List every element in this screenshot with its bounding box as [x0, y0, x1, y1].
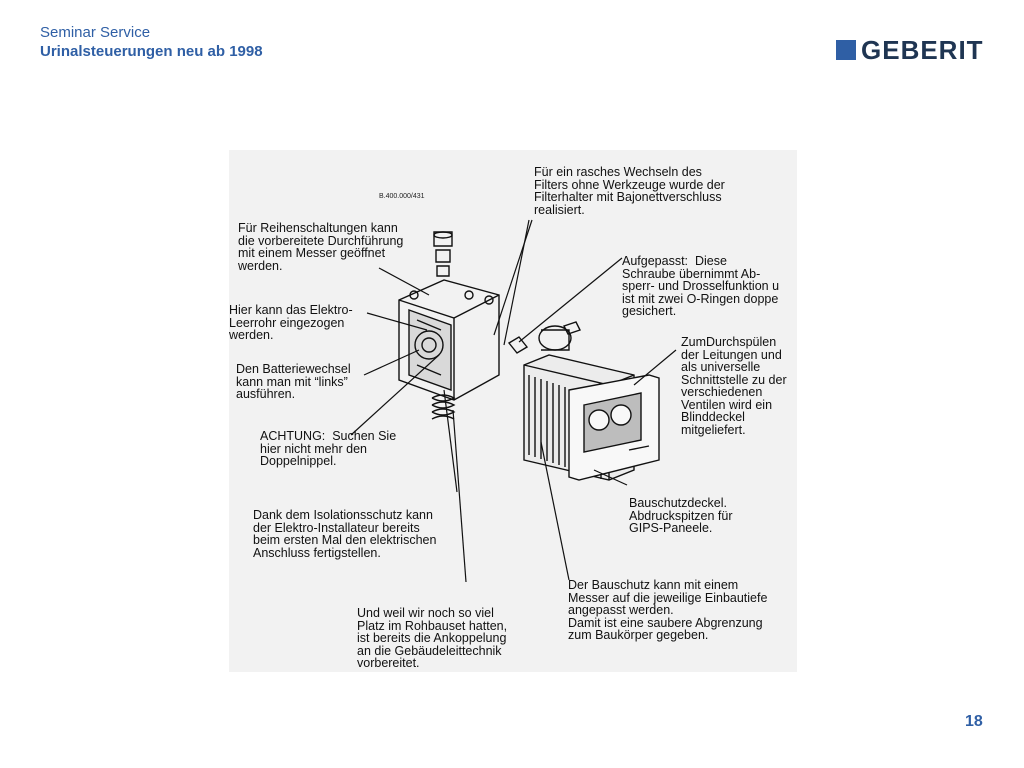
- logo-text: GEBERIT: [861, 35, 984, 65]
- logo-square-icon: [836, 40, 856, 60]
- callout-reihenschaltung: Für Reihenschaltungen kann die vorbereit…: [238, 221, 404, 273]
- screw-fitting: [507, 336, 529, 354]
- top-fitting: [433, 231, 453, 247]
- callout-bauschutz: Der Bauschutz kann mit einem Messer auf …: [568, 578, 768, 642]
- geberit-logo: GEBERIT: [836, 35, 984, 65]
- diagram-drawing: [350, 219, 677, 583]
- callout-isolation: Dank dem Isolationsschutz kann der Elekt…: [253, 508, 437, 560]
- callout-batterie: Den Batteriewechsel kann man mit “links”…: [236, 362, 351, 401]
- page-number: 18: [965, 713, 983, 730]
- ref-number: B.400.000/431: [379, 193, 425, 200]
- header-title: Urinalsteuerungen neu ab 1998: [40, 43, 263, 60]
- callout-bauschutzdeckel: Bauschutzdeckel. Abdruckspitzen für GIPS…: [629, 496, 733, 535]
- callout-rohbau: Und weil wir noch so viel Platz im Rohba…: [357, 606, 508, 670]
- callout-achtung: ACHTUNG: Suchen Sie hier nicht mehr den …: [260, 429, 397, 468]
- callout-aufgepasst: Aufgepasst: Diese Schraube übernimmt Ab-…: [622, 254, 780, 318]
- callout-filter: Für ein rasches Wechseln des Filters ohn…: [534, 165, 725, 217]
- exploded-diagram: B.400.000/431 Für ein rasches Wechseln d…: [229, 150, 797, 672]
- header-seminar-service: Seminar Service: [40, 24, 151, 41]
- callout-durchspuelen: ZumDurchspülen der Leitungen und als uni…: [681, 335, 787, 437]
- bottom-spring: [431, 394, 456, 420]
- callout-elektro: Hier kann das Elektro- Leerrohr eingezog…: [229, 303, 353, 342]
- housing-box: [398, 279, 500, 401]
